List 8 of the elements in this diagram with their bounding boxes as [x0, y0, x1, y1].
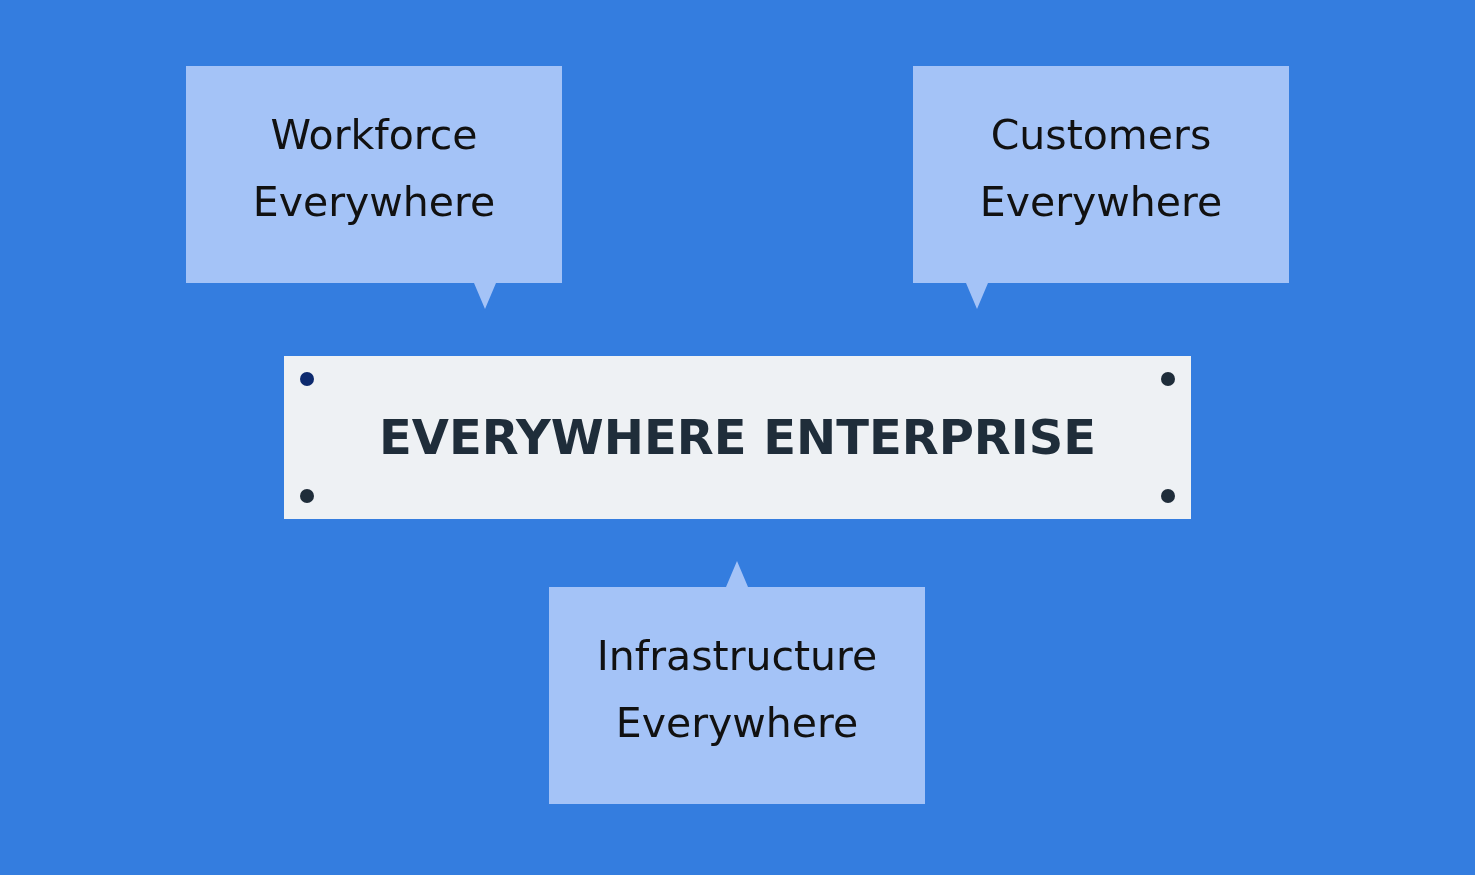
speech-bubble — [549, 561, 925, 804]
speech-bubble — [186, 66, 562, 309]
plaque-title: EVERYWHERE ENTERPRISE — [378, 408, 1097, 467]
bubble-text: Workforce Everywhere — [251, 110, 497, 228]
title-plaque — [284, 356, 1191, 519]
speech-bubble — [913, 66, 1289, 309]
bubble-text: Infrastructure Everywhere — [595, 631, 879, 749]
bubble-text: Customers Everywhere — [978, 110, 1224, 228]
